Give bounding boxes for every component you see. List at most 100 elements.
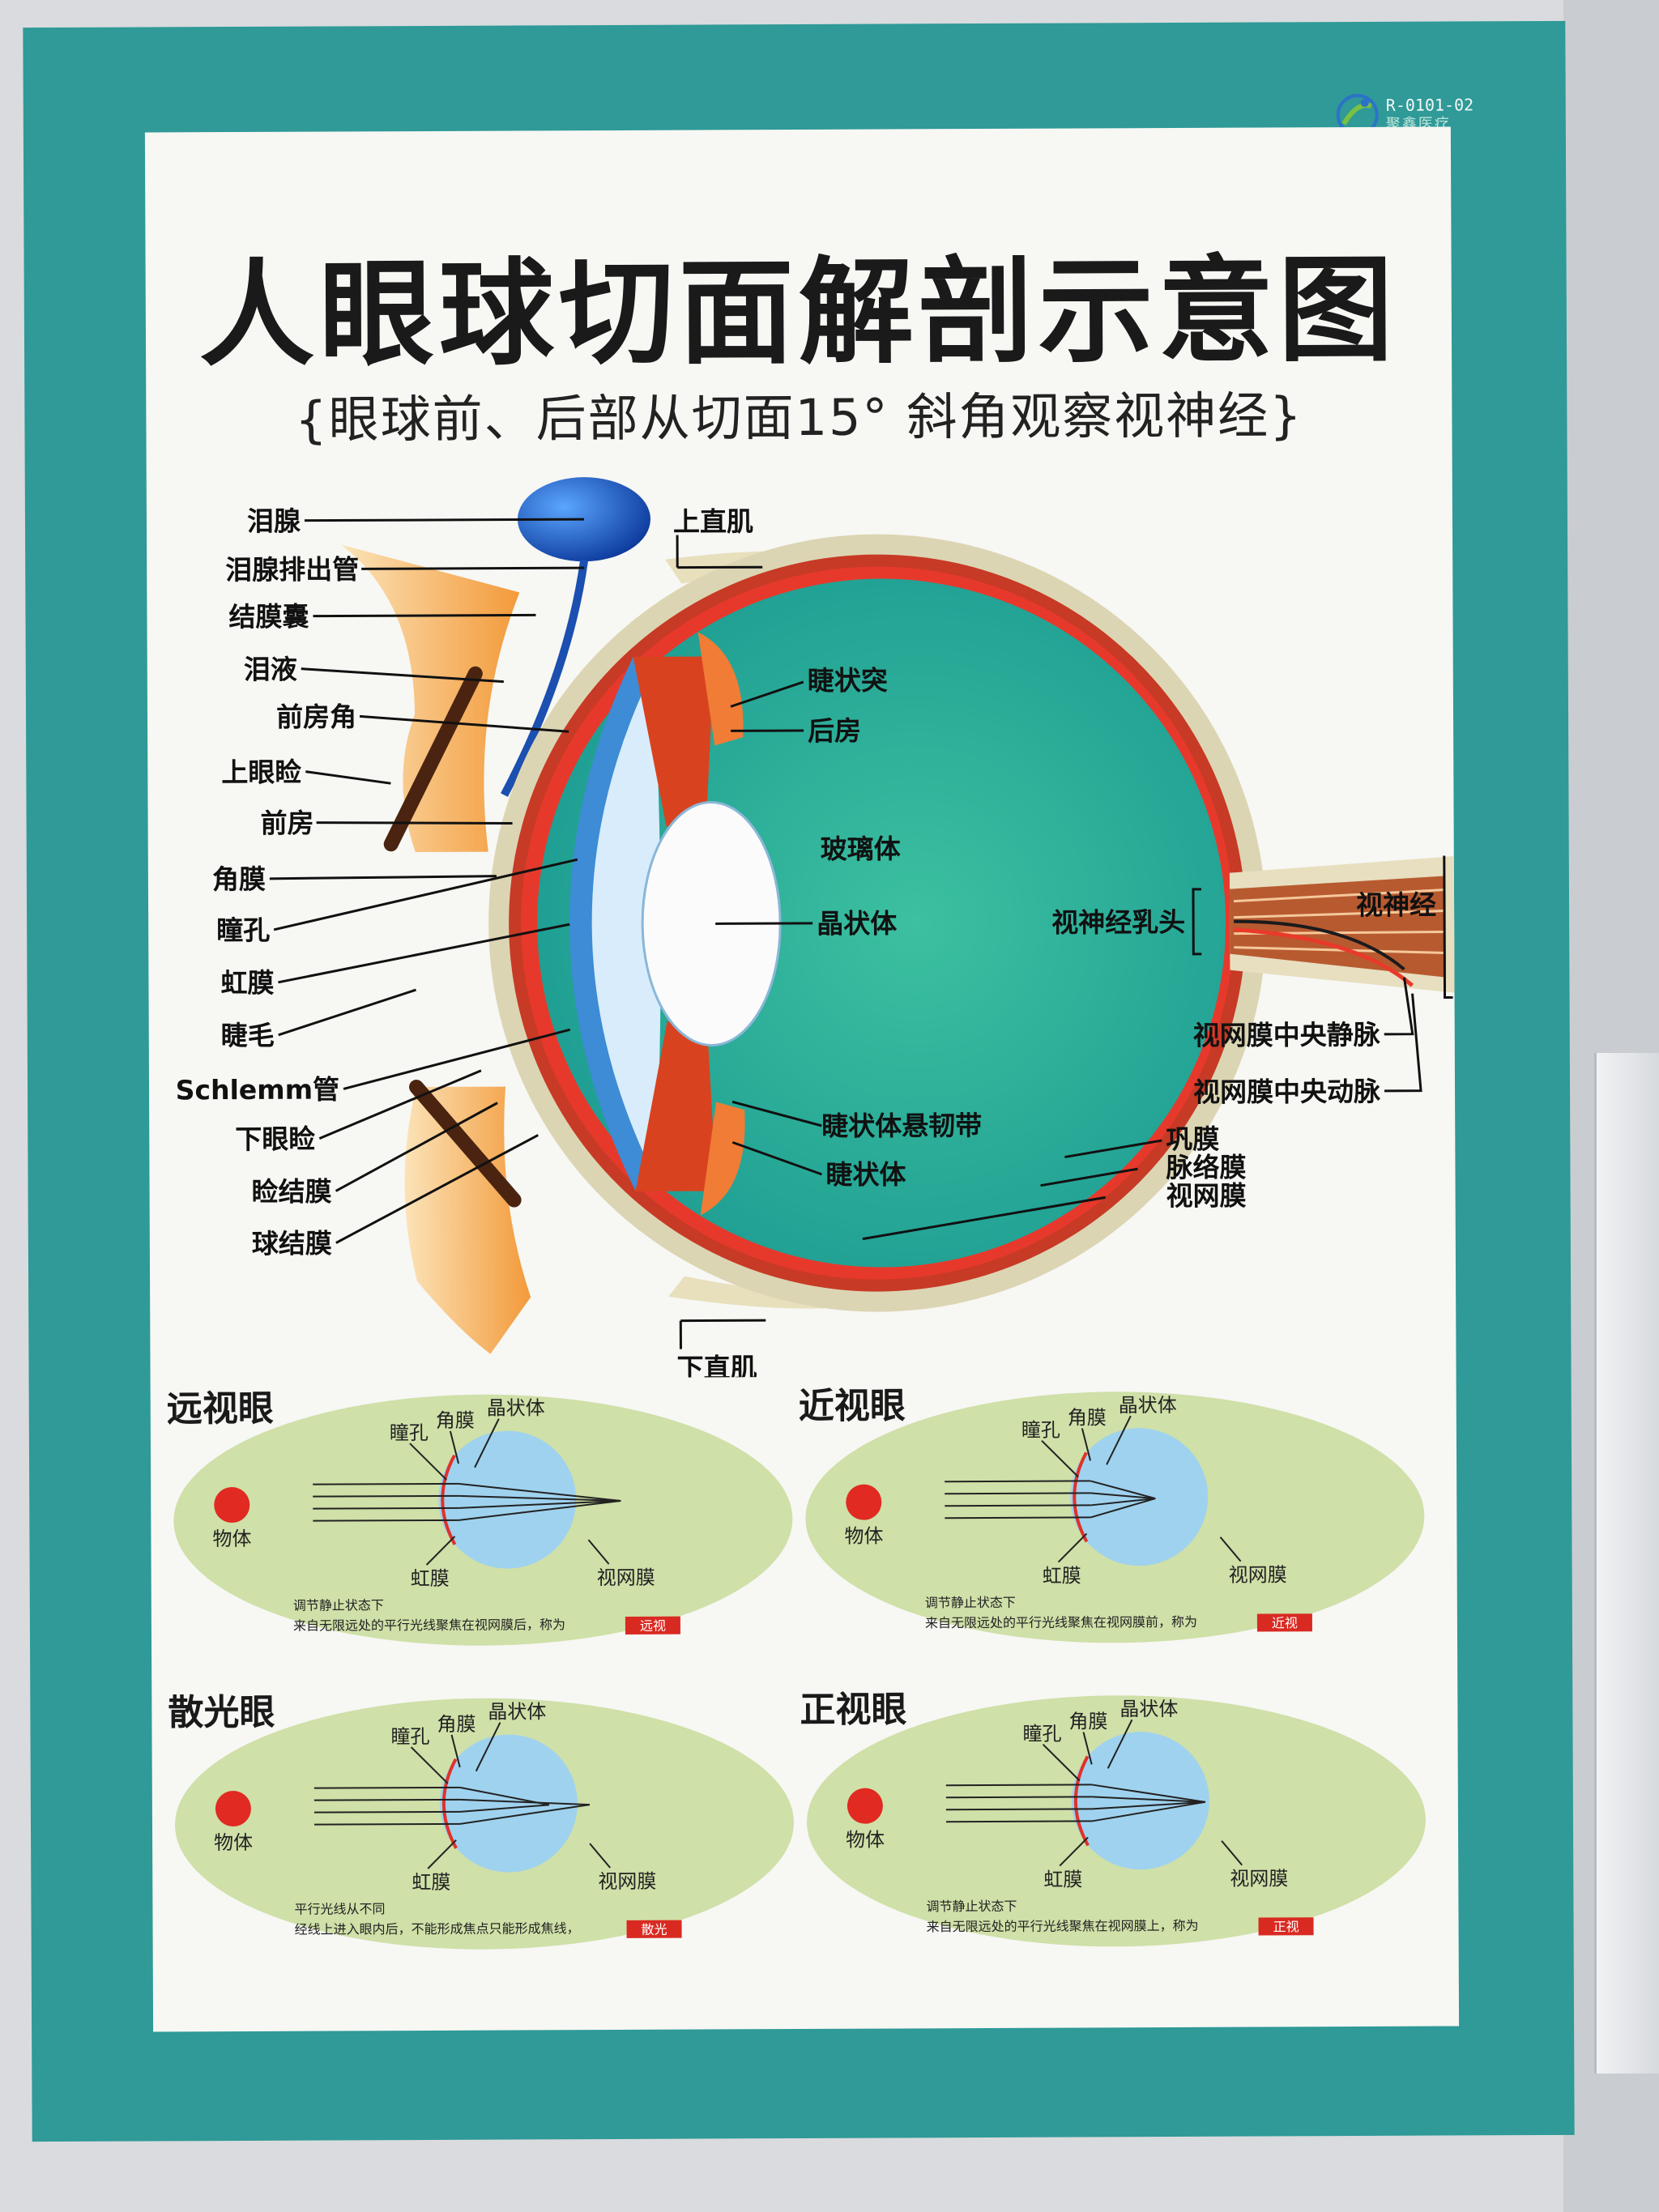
panel-label-pupil: 瞳孔	[1021, 1419, 1060, 1442]
right-leader-lines	[862, 855, 1453, 1241]
panel-label-object: 物体	[214, 1831, 253, 1854]
panel-note-1: 调节静止状态下	[925, 1595, 1016, 1610]
panel-label-retina: 视网膜	[598, 1870, 656, 1893]
panel-note-2: 经线上进入眼内后，不能形成焦点只能形成焦线，	[295, 1920, 580, 1937]
eyeball-icon	[1071, 1732, 1209, 1870]
panel-label-object: 物体	[212, 1528, 251, 1550]
light-ray	[313, 1494, 459, 1498]
iris-lower	[635, 1021, 717, 1191]
inner-leader-lines	[715, 680, 823, 1176]
left-label-group: 泪腺泪腺排出管结膜囊泪液前房角上眼睑前房角膜瞳孔虹膜睫毛Schlemm管下眼睑睑…	[176, 505, 360, 1259]
panel-note-1: 平行光线从不同	[294, 1901, 385, 1916]
refracted-ray	[1091, 1796, 1205, 1803]
label-right-4: 脉络膜	[1166, 1152, 1246, 1183]
eyeball-icon	[439, 1734, 578, 1873]
retina-leader	[1221, 1840, 1243, 1866]
panel-label-object: 物体	[846, 1829, 885, 1852]
central-retinal-artery	[1234, 927, 1414, 987]
light-ray	[313, 1810, 460, 1813]
label-left-10: 睫毛	[221, 1020, 275, 1051]
panel-label-cornea: 角膜	[436, 1409, 475, 1432]
panel-hyperopia: 远视眼瞳孔角膜晶状体虹膜视网膜物体调节静止状态下来自无限远处的平行光线聚焦在视网…	[167, 1377, 800, 1655]
eyeball-icon	[438, 1430, 577, 1569]
poster-subtitle: {眼球前、后部从切面15° 斜角观察视神经}	[295, 386, 1303, 450]
left-leader-lines	[269, 518, 585, 1244]
refracted-ray	[459, 1804, 549, 1813]
panel-label-pupil: 瞳孔	[1022, 1723, 1061, 1745]
light-ray	[313, 1822, 461, 1826]
poster-sheet: 人眼球切面解剖示意图 {眼球前、后部从切面15° 斜角观察视神经}	[144, 126, 1460, 2032]
cornea-iris-mark	[1073, 1755, 1090, 1847]
panel-label-iris: 虹膜	[412, 1871, 450, 1894]
anterior-chamber	[591, 668, 661, 1179]
label-left-11: Schlemm管	[176, 1073, 339, 1106]
panel-note-2: 来自无限远处的平行光线聚焦在视网膜上，称为	[927, 1918, 1199, 1934]
panel-label-lens: 晶状体	[1119, 1394, 1177, 1417]
panel-label-cornea: 角膜	[1068, 1406, 1107, 1429]
label-inner-4: 睫状体悬韧带	[821, 1110, 982, 1142]
refracted-ray	[458, 1499, 621, 1521]
poster-title: 人眼球切面解剖示意图	[198, 243, 1399, 383]
refracted-ray	[1091, 1801, 1206, 1822]
panel-label-iris: 虹膜	[1043, 1564, 1081, 1587]
eye-cross-section-diagram: 泪腺泪腺排出管结膜囊泪液前房角上眼睑前房角膜瞳孔虹膜睫毛Schlemm管下眼睑睑…	[176, 477, 1456, 1379]
panel-diagram-normal: 瞳孔角膜晶状体虹膜视网膜物体调节静止状态下来自无限远处的平行光线聚焦在视网膜上，…	[806, 1695, 1426, 1947]
light-ray	[945, 1796, 1092, 1799]
object-icon	[214, 1487, 250, 1524]
label-left-13: 睑结膜	[252, 1176, 332, 1208]
panel-label-object: 物体	[844, 1525, 883, 1548]
pupil-leader	[410, 1746, 449, 1784]
panel-tag-bg	[1258, 1917, 1314, 1936]
panel-label-pupil: 瞳孔	[390, 1421, 429, 1444]
upper-eyelashes	[383, 666, 483, 852]
light-ray	[945, 1516, 1091, 1519]
panel-tag-bg	[625, 1616, 680, 1634]
acrylic-sign-holder	[1594, 1053, 1659, 2073]
pupil-leader	[1042, 1743, 1081, 1782]
light-ray	[945, 1504, 1091, 1507]
ciliary-body-upper	[697, 632, 744, 746]
panel-label-lens: 晶状体	[1120, 1698, 1178, 1720]
lens-leader	[1107, 1719, 1133, 1769]
refracted-ray	[1090, 1492, 1156, 1500]
upper-eyelid-tissue	[341, 544, 520, 853]
cornea-leader	[449, 1430, 460, 1464]
central-retinal-vein	[1234, 919, 1405, 971]
iris-upper	[633, 656, 714, 827]
panel-note-1: 调节静止状态下	[926, 1899, 1017, 1914]
lacrimal-duct	[501, 559, 589, 797]
label-inner-6: 视神经乳头	[1051, 906, 1185, 939]
panel-label-retina: 视网膜	[1230, 1867, 1288, 1890]
refracted-ray	[1090, 1480, 1156, 1500]
label-inner-0: 睫状突	[808, 665, 888, 697]
panel-label-iris: 虹膜	[411, 1567, 450, 1590]
label-left-6: 前房	[261, 808, 314, 839]
light-ray	[313, 1519, 459, 1522]
logo-code: R-0101-02	[1385, 95, 1474, 115]
cornea-leader	[1081, 1428, 1092, 1461]
label-left-5: 上眼睑	[221, 757, 301, 788]
light-ray	[313, 1507, 459, 1510]
light-ray	[945, 1784, 1092, 1787]
iris-leader	[1057, 1532, 1088, 1563]
refracted-ray	[1090, 1498, 1156, 1507]
panel-tag-bg	[626, 1920, 682, 1938]
label-left-8: 瞳孔	[216, 914, 270, 946]
refracted-ray	[458, 1482, 621, 1502]
refracted-ray	[458, 1499, 621, 1509]
label-left-0: 泪腺	[247, 505, 301, 537]
panel-tag: 散光	[642, 1922, 667, 1937]
label-left-9: 虹膜	[220, 967, 274, 999]
label-left-12: 下眼睑	[235, 1123, 315, 1155]
iris-leader	[425, 1536, 456, 1566]
panel-label-pupil: 瞳孔	[390, 1725, 429, 1748]
panel-diagram-far: 瞳孔角膜晶状体虹膜视网膜物体调节静止状态下来自无限远处的平行光线聚焦在视网膜后，…	[173, 1394, 793, 1646]
label-left-4: 前房角	[276, 701, 356, 732]
label-superior-rectus: 上直肌	[673, 505, 753, 537]
label-inner-3: 晶状体	[817, 907, 897, 939]
panel-note-2: 来自无限远处的平行光线聚焦在视网膜前，称为	[925, 1614, 1197, 1630]
light-ray	[313, 1798, 460, 1801]
panel-label-retina: 视网膜	[1229, 1563, 1287, 1586]
lower-eyelashes	[409, 1080, 522, 1208]
